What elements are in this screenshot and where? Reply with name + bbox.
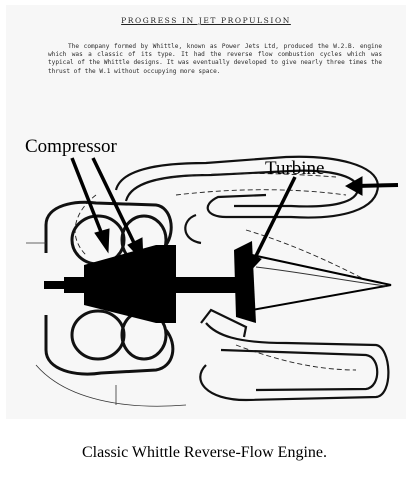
compressor-pointer-arrow xyxy=(70,157,144,263)
turbine-pointer-arrow xyxy=(246,176,297,275)
outline-hatching xyxy=(26,242,187,407)
body-paragraph: The company formed by Whittle, known as … xyxy=(48,43,382,75)
turbine-label: Turbine xyxy=(265,158,325,179)
scanned-page: PROGRESS IN JET PROPULSION The company f… xyxy=(6,5,406,419)
compressor-label: Compressor xyxy=(25,136,117,157)
airflow-arrows xyxy=(74,173,367,371)
inlet-arrow xyxy=(344,176,399,196)
combustion-chamber-lower xyxy=(199,308,390,402)
figure-caption: Classic Whittle Reverse-Flow Engine. xyxy=(82,444,327,461)
page-heading: PROGRESS IN JET PROPULSION xyxy=(121,16,291,25)
turbine xyxy=(234,241,392,323)
impeller xyxy=(44,245,246,323)
engine-drawing xyxy=(26,155,399,407)
